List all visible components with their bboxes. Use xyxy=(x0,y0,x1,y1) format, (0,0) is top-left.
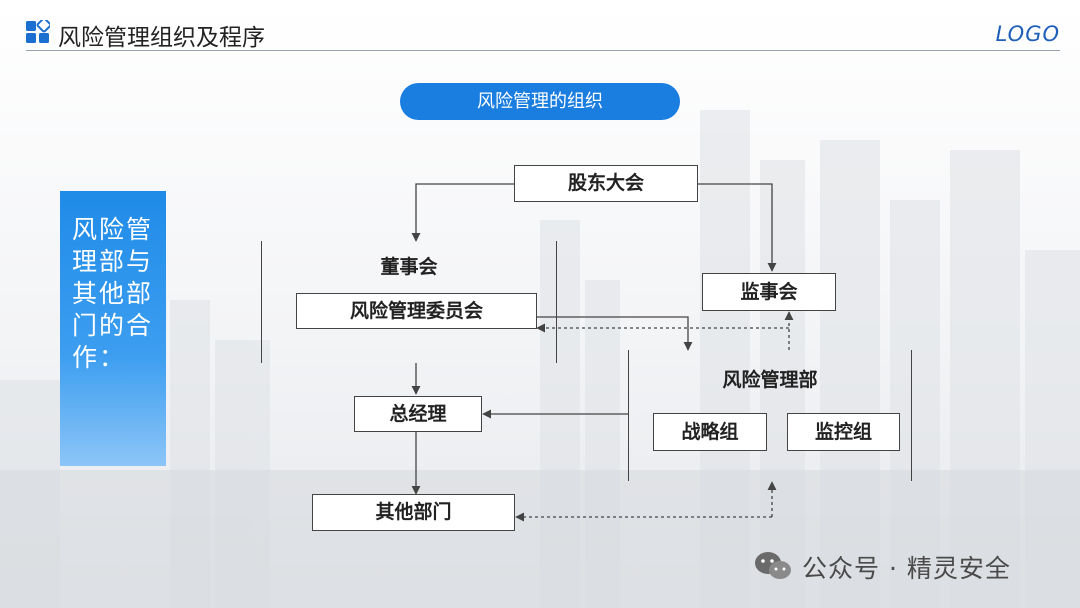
side-panel-text: 风险管理部与其他部门的合作： xyxy=(72,215,154,372)
edge-shareholders-supervisory xyxy=(698,183,777,272)
node-other-departments: 其他部门 xyxy=(312,494,515,531)
section-pill: 风险管理的组织 xyxy=(400,83,680,120)
risk-dept-frame xyxy=(628,350,912,481)
header-divider xyxy=(26,50,1060,51)
watermark-text: 公众号 · 精灵安全 xyxy=(802,554,1011,583)
node-risk-committee: 风险管理委员会 xyxy=(296,293,537,329)
wechat-icon xyxy=(755,552,791,579)
node-supervisory-board: 监事会 xyxy=(702,273,836,311)
node-general-manager: 总经理 xyxy=(354,396,482,432)
page-title: 风险管理组织及程序 xyxy=(58,25,265,51)
edge-shareholders-board xyxy=(411,183,514,242)
node-monitoring-group: 监控组 xyxy=(787,413,900,451)
node-risk-dept-label: 风险管理部 xyxy=(722,369,818,391)
side-panel xyxy=(60,191,166,466)
node-shareholders: 股东大会 xyxy=(514,165,698,202)
grid-logo-icon xyxy=(26,20,50,43)
board-frame xyxy=(261,241,557,363)
node-board-label: 董事会 xyxy=(380,256,438,278)
logo-text: LOGO xyxy=(995,22,1060,46)
edge-committee-riskdept xyxy=(537,316,693,351)
node-strategy-group: 战略组 xyxy=(653,413,767,451)
